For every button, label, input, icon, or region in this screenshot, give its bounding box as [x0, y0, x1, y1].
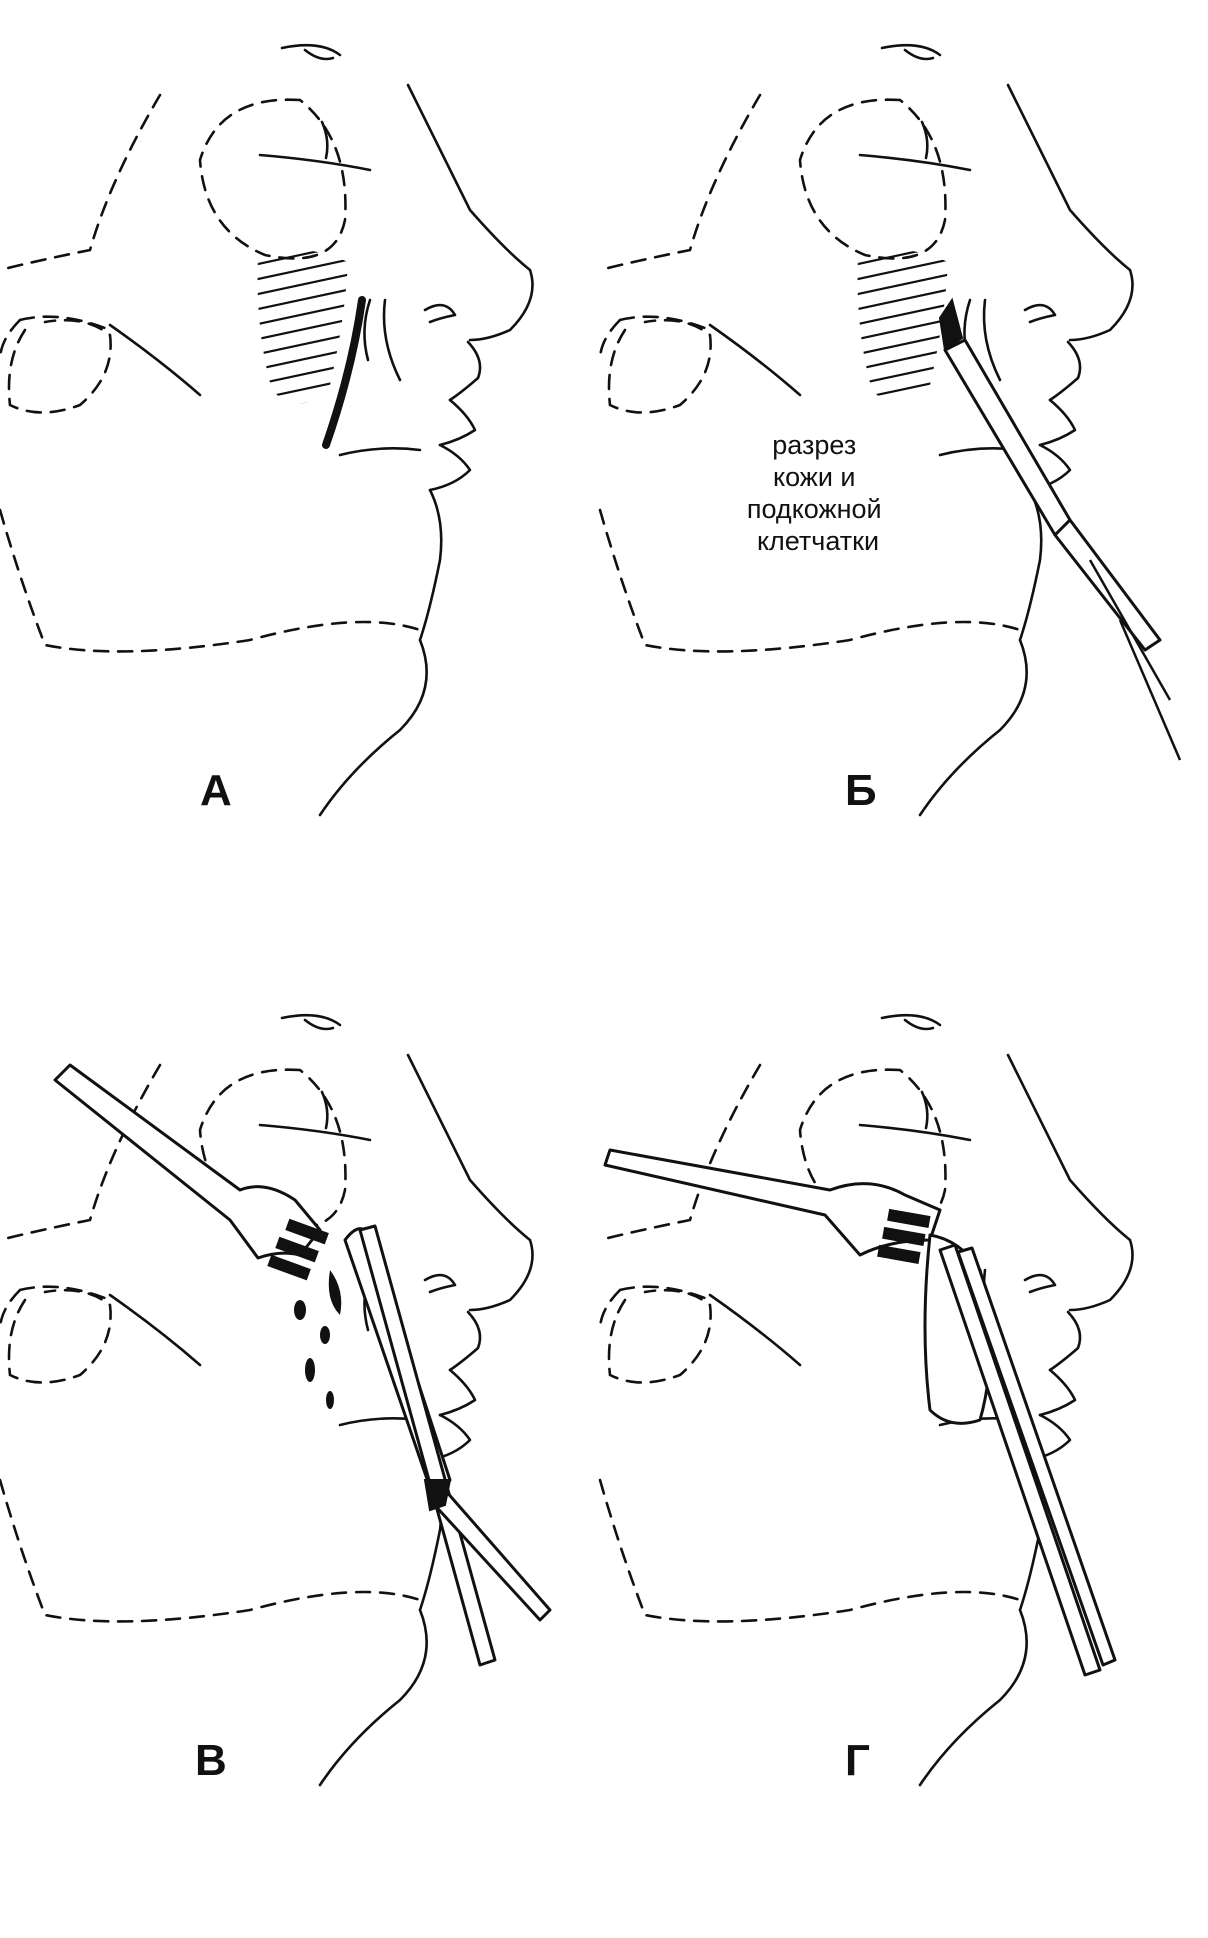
scalpel-icon [938, 297, 1182, 761]
panel-label-a: А [200, 766, 232, 815]
panel-b: разрез кожи и подкожной клетчатки Б [598, 43, 1182, 817]
blood-drops [294, 1270, 342, 1409]
incision-line [322, 296, 366, 449]
forceps-icon [938, 1243, 1117, 1677]
panel-v: В [0, 1013, 552, 1787]
retractor-icon [53, 1063, 329, 1281]
hatched-area [257, 249, 348, 404]
retractor-icon [603, 1148, 942, 1264]
panel-g: Г [598, 1013, 1134, 1787]
panel-a: А [0, 43, 534, 817]
panel-label-b: Б [845, 766, 877, 815]
panel-label-v: В [195, 1736, 227, 1785]
forceps-icon [358, 1224, 552, 1667]
panel-label-g: Г [845, 1736, 870, 1785]
incision-caption: разрез кожи и подкожной клетчатки [747, 430, 889, 556]
